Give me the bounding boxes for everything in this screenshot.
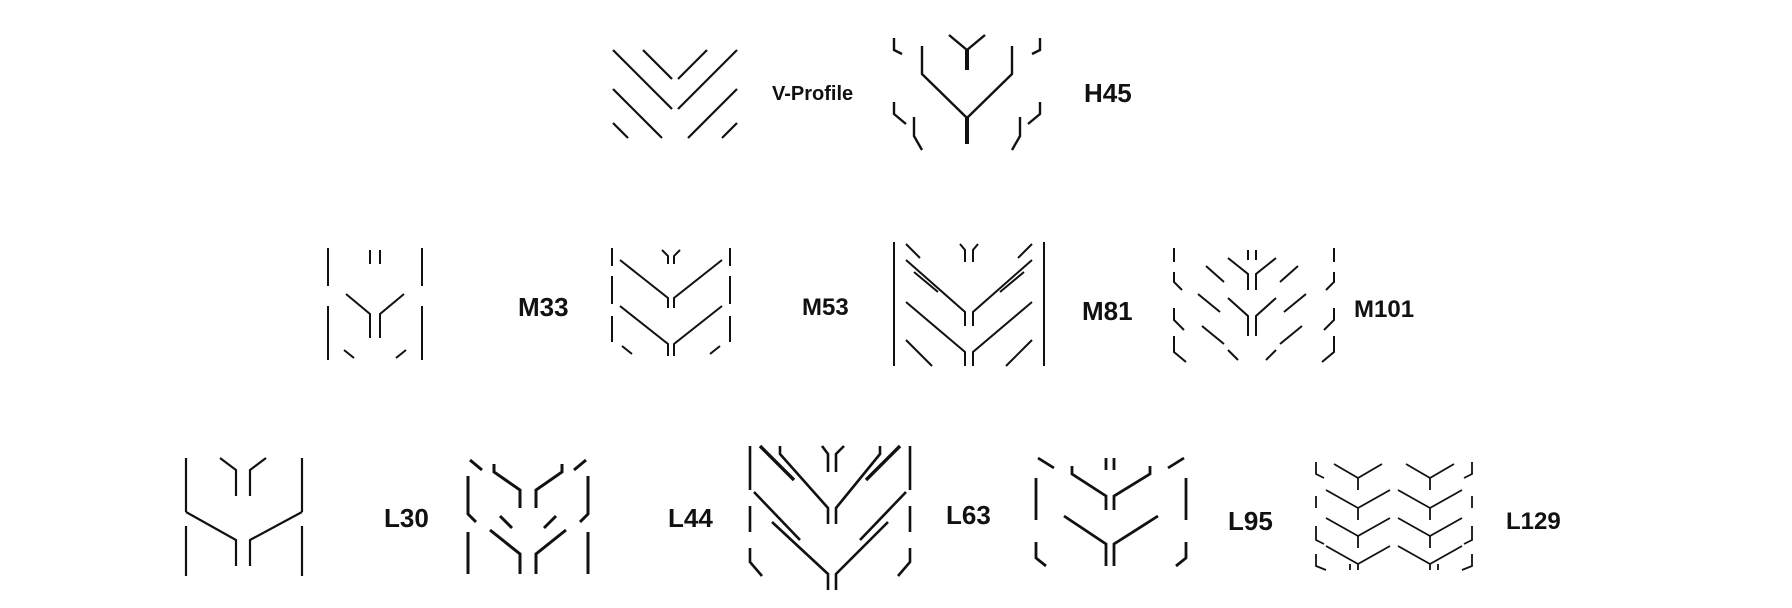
label-l129: L129 bbox=[1506, 508, 1561, 535]
label-l95: L95 bbox=[1228, 506, 1273, 536]
label-m33: M33 bbox=[518, 292, 569, 322]
label-l44: L44 bbox=[668, 503, 713, 533]
profile-l30 bbox=[184, 456, 304, 578]
label-m101: M101 bbox=[1354, 296, 1415, 323]
profile-m101 bbox=[1172, 246, 1336, 364]
label-l63: L63 bbox=[946, 500, 991, 530]
v-profile-pattern bbox=[612, 49, 738, 139]
l30-pattern bbox=[184, 457, 304, 576]
l95-pattern bbox=[1034, 456, 1188, 568]
m81-pattern bbox=[893, 242, 1045, 367]
m53-pattern bbox=[611, 248, 731, 356]
l129-pattern bbox=[1315, 462, 1473, 571]
m101-pattern bbox=[1173, 248, 1335, 363]
label-v-profile: V-Profile bbox=[772, 83, 854, 105]
label-m81: M81 bbox=[1082, 296, 1133, 326]
profile-m33 bbox=[326, 246, 424, 362]
profile-m81 bbox=[892, 240, 1046, 368]
profile-l44 bbox=[466, 458, 590, 576]
h45-pattern bbox=[892, 34, 1042, 151]
profile-l95 bbox=[1034, 456, 1188, 576]
label-m53: M53 bbox=[802, 294, 849, 321]
profile-l63 bbox=[748, 444, 912, 592]
m33-pattern bbox=[327, 248, 423, 360]
l44-pattern bbox=[466, 458, 590, 574]
profile-v-profile bbox=[610, 45, 740, 145]
profile-m53 bbox=[610, 246, 732, 358]
profile-l129 bbox=[1314, 460, 1474, 572]
l63-pattern bbox=[748, 444, 912, 590]
label-h45: H45 bbox=[1084, 78, 1132, 108]
profile-h45 bbox=[892, 32, 1042, 154]
label-l30: L30 bbox=[384, 503, 429, 533]
